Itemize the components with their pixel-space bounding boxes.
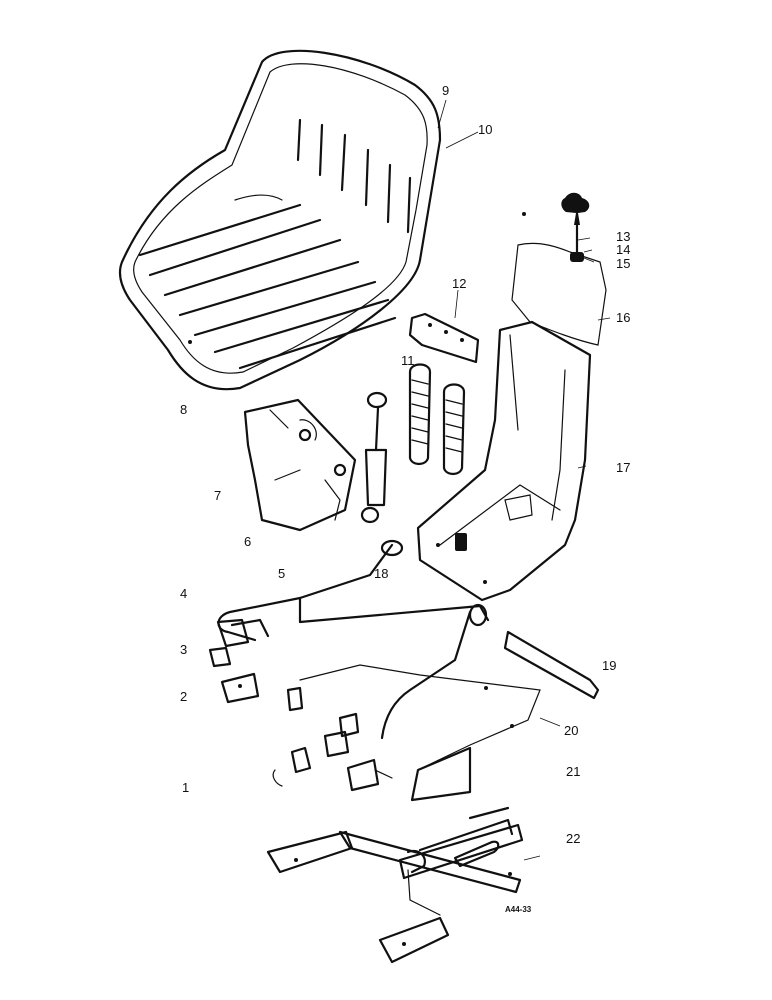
slide-rails	[266, 806, 524, 964]
side-bracket	[243, 398, 357, 532]
clips	[208, 646, 393, 792]
part-number-label: 20	[564, 723, 578, 738]
part-number-label: 21	[566, 764, 580, 779]
part-number-label: 12	[452, 276, 466, 291]
part-number-label: 14	[616, 242, 630, 257]
pivot-arm	[216, 539, 490, 740]
upright-frame	[416, 320, 592, 602]
part-number-label: 17	[616, 460, 630, 475]
part-number-label: 16	[616, 310, 630, 325]
adjusting-knob	[522, 192, 590, 262]
shock-absorber	[360, 391, 388, 524]
part-number-label: 22	[566, 831, 580, 846]
part-number-label: 18	[374, 566, 388, 581]
cover-plate	[511, 242, 607, 346]
part-number-label: 2	[180, 689, 187, 704]
leader-lines	[437, 99, 611, 861]
reference-code: A44-33	[505, 905, 532, 914]
part-number-label: 1	[182, 780, 189, 795]
part-number-label: 11	[401, 353, 415, 368]
part-number-label: 6	[244, 534, 251, 549]
part-number-label: 9	[442, 83, 449, 98]
part-number-label: 19	[602, 658, 616, 673]
part-number-label: 10	[478, 122, 492, 137]
part-number-label: 15	[616, 256, 630, 271]
part-number-label: 4	[180, 586, 187, 601]
part-number-labels: 1 2 3 4 5 6 7 8 9 10 11 12 13 14 15 16 1…	[180, 83, 630, 914]
shaft	[503, 630, 600, 700]
seat-pan	[119, 49, 442, 391]
part-number-label: 5	[278, 566, 285, 581]
part-number-label: 13	[616, 229, 630, 244]
suspension-springs	[408, 363, 466, 476]
part-number-label: 8	[180, 402, 187, 417]
top-bracket	[408, 312, 480, 364]
part-number-label: 7	[214, 488, 221, 503]
base-frame	[299, 664, 541, 802]
part-number-label: 3	[180, 642, 187, 657]
